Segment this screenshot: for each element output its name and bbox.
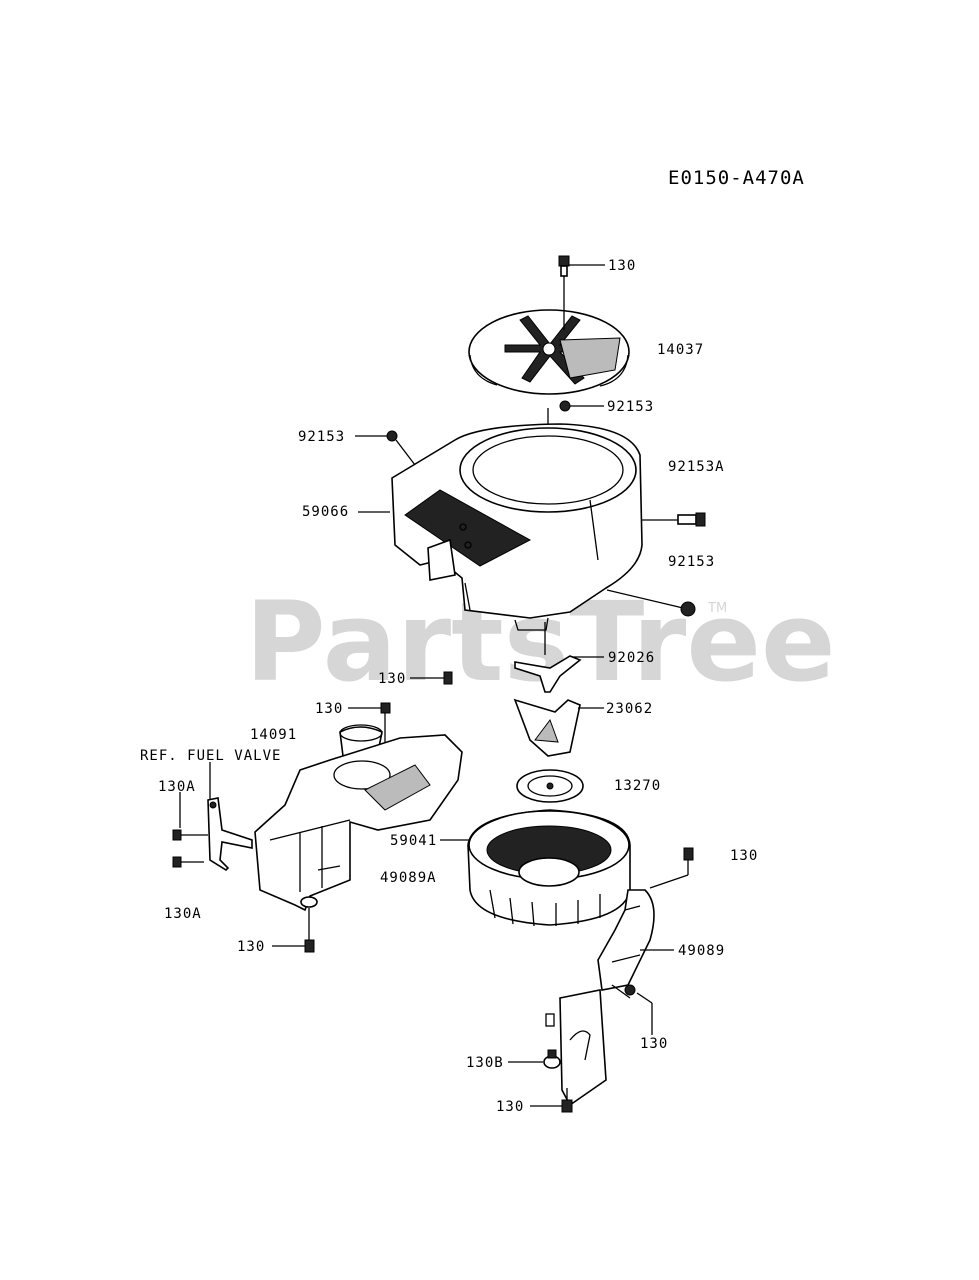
bolt-130-lower-left[interactable] (272, 908, 315, 953)
bolt-92153A[interactable] (642, 512, 706, 527)
bolt-130-shroud-right-top[interactable] (649, 847, 694, 889)
callout-49089[interactable]: 49089 (678, 943, 725, 959)
callout-92026[interactable]: 92026 (608, 650, 655, 666)
callout-92153[interactable]: 92153 (668, 554, 715, 570)
watermark-trademark: TM (707, 601, 727, 616)
callout-14091[interactable]: 14091 (250, 727, 297, 743)
callout-130[interactable]: 130 (378, 671, 406, 687)
bracket-23062[interactable] (513, 698, 604, 757)
blower-housing-59066[interactable] (391, 423, 643, 631)
callout-92153A[interactable]: 92153A (668, 459, 725, 475)
bolt-130-bottom[interactable] (530, 1088, 573, 1113)
nut-92153-left[interactable] (355, 430, 416, 466)
callout-ref-fuel-valve[interactable]: REF. FUEL VALVE (140, 748, 281, 764)
callout-130[interactable]: 130 (730, 848, 758, 864)
shroud-49089A[interactable] (254, 734, 463, 912)
callout-13270[interactable]: 13270 (614, 778, 661, 794)
screen-14037[interactable] (468, 309, 630, 395)
callout-92153[interactable]: 92153 (607, 399, 654, 415)
callout-130A[interactable]: 130A (164, 906, 202, 922)
callout-130B[interactable]: 130B (466, 1055, 504, 1071)
callout-14037[interactable]: 14037 (657, 342, 704, 358)
spacer-92026[interactable] (514, 622, 604, 693)
callout-130A[interactable]: 130A (158, 779, 196, 795)
callout-130[interactable]: 130 (496, 1099, 524, 1115)
callout-59041[interactable]: 59041 (390, 833, 437, 849)
bolt-130-mid[interactable] (410, 671, 453, 685)
bolt-130-shroud-right-side[interactable] (611, 984, 653, 1035)
bolt-130A-upper[interactable] (172, 792, 208, 841)
bolt-130B[interactable] (508, 1049, 561, 1069)
callout-130[interactable]: 130 (640, 1036, 668, 1052)
shroud-49089[interactable] (545, 889, 674, 1107)
bolt-130-top[interactable] (558, 255, 605, 330)
callout-130[interactable]: 130 (315, 701, 343, 717)
fuel-valve-bracket[interactable] (207, 762, 253, 872)
diagram-code: E0150-A470A (668, 167, 805, 189)
bolt-130A-lower[interactable] (172, 856, 204, 868)
callout-49089A[interactable]: 49089A (380, 870, 437, 886)
callout-92153[interactable]: 92153 (298, 429, 345, 445)
callout-59066[interactable]: 59066 (302, 504, 349, 520)
nut-92153-right[interactable] (606, 589, 696, 617)
callout-130[interactable]: 130 (237, 939, 265, 955)
fan-59041[interactable] (440, 809, 631, 927)
callout-130[interactable]: 130 (608, 258, 636, 274)
callout-23062[interactable]: 23062 (606, 701, 653, 717)
plate-13270[interactable] (516, 769, 584, 803)
